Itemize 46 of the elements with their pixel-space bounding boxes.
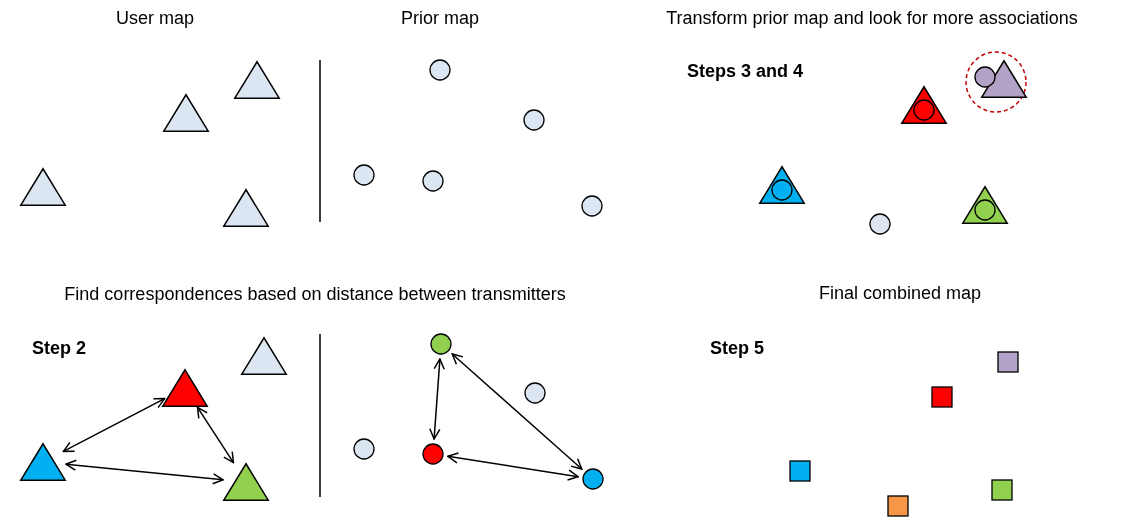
arrow [65, 459, 224, 485]
heading: Final combined map [818, 283, 982, 304]
step-label: Step 2 [32, 338, 87, 359]
triangle-marker [981, 60, 1027, 98]
square-marker [991, 479, 1013, 501]
triangle-marker [223, 189, 269, 227]
arrow [447, 452, 579, 481]
square-marker [887, 495, 909, 517]
circle-marker [582, 468, 604, 490]
triangle-marker [223, 463, 269, 501]
triangle-marker [962, 186, 1008, 224]
triangle-marker [759, 166, 805, 204]
square-marker [931, 386, 953, 408]
triangle-marker [901, 86, 947, 124]
circle-marker [974, 199, 996, 221]
circle-marker [913, 99, 935, 121]
circle-marker [771, 179, 793, 201]
square-marker [997, 351, 1019, 373]
arrow [429, 358, 445, 440]
triangle-marker [241, 337, 287, 375]
circle-marker [429, 59, 451, 81]
circle-marker [422, 443, 444, 465]
triangle-marker [162, 369, 208, 407]
arrow [62, 397, 166, 453]
arrow [451, 353, 583, 470]
circle-marker [524, 382, 546, 404]
heading: Transform prior map and look for more associations [666, 8, 1078, 29]
triangle-marker [20, 168, 66, 206]
heading: Find correspondences based on distance between transmitters [64, 284, 566, 305]
triangle-marker [163, 94, 209, 132]
step-label: Step 5 [710, 338, 765, 359]
circle-marker [353, 164, 375, 186]
circle-marker [422, 170, 444, 192]
heading: Prior map [401, 8, 479, 29]
step-label: Steps 3 and 4 [687, 61, 804, 82]
circle-marker [430, 333, 452, 355]
circle-marker [869, 213, 891, 235]
circle-marker [353, 438, 375, 460]
triangle-marker [234, 61, 280, 99]
triangle-marker [20, 443, 66, 481]
circle-marker [581, 195, 603, 217]
circle-marker [974, 66, 996, 88]
circle-marker [523, 109, 545, 131]
square-marker [789, 460, 811, 482]
heading: User map [116, 8, 194, 29]
arrow [196, 406, 235, 464]
